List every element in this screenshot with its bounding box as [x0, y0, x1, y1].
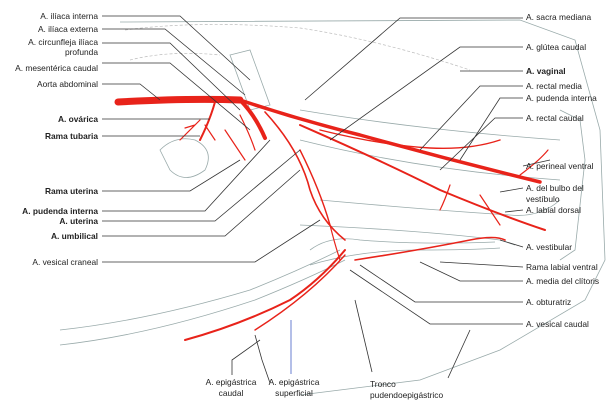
- label-vaginal: A. vaginal: [526, 66, 566, 76]
- label-rama-tubaria: Rama tubaria: [45, 131, 98, 141]
- label-epigastrica-superficial: A. epigástrica: [269, 377, 320, 387]
- label-iliaca-externa: A. ilíaca externa: [38, 24, 98, 34]
- label-mesenterica-caudal: A. mesentérica caudal: [15, 63, 98, 73]
- label-bulbo-vestibulo: A. del bulbo del: [526, 183, 584, 193]
- obturatriz: [299, 149, 331, 226]
- anatomy-outline: [59, 19, 606, 396]
- label-obturatriz: A. obturatriz: [526, 297, 571, 307]
- label-uterina: A. uterina: [59, 216, 98, 226]
- label-rectal-media: A. rectal media: [526, 81, 582, 91]
- label-media-clitoris: A. media del clítoris: [526, 276, 599, 286]
- label-labial-dorsal: A. labial dorsal: [526, 205, 581, 215]
- label-epigastrica-caudal: A. epigástrica: [206, 377, 257, 387]
- label-circunfleja-iliaca-2: profunda: [65, 47, 98, 57]
- label-rama-labial-ventral: Rama labial ventral: [526, 262, 598, 272]
- label-aorta-abdominal: Aorta abdominal: [37, 79, 98, 89]
- vestibular: [354, 236, 506, 261]
- arteries: [114, 95, 549, 341]
- label-iliaca-interna: A. ilíaca interna: [40, 11, 98, 21]
- right-labels: A. sacra mediana A. glútea caudal A. vag…: [526, 12, 599, 329]
- pudenda-interna: [299, 124, 546, 231]
- label-glutea-caudal: A. glútea caudal: [526, 42, 586, 52]
- epigastrica: [254, 254, 346, 331]
- label-vestibular: A. vestibular: [526, 242, 572, 252]
- label-pudenda-interna-left: A. pudenda interna: [22, 206, 98, 216]
- label-ovarica: A. ovárica: [58, 114, 98, 124]
- label-sacra-mediana: A. sacra mediana: [526, 12, 592, 22]
- label-vesical-caudal: A. vesical caudal: [526, 319, 589, 329]
- vesical-caudal: [329, 224, 341, 261]
- vaginal: [319, 129, 501, 149]
- left-labels: A. ilíaca interna A. ilíaca externa A. c…: [15, 11, 98, 267]
- label-tronco-pudendoepigastrico-2: pudendoepigástrico: [370, 390, 443, 400]
- tronco-pudendoepigastrico: [184, 249, 346, 341]
- ovarica: [199, 101, 216, 141]
- bulbo-vestibulo: [439, 184, 501, 226]
- label-epigastrica-superficial-2: superficial: [275, 388, 313, 398]
- label-epigastrica-caudal-2: caudal: [219, 388, 244, 398]
- leader-lines: [102, 15, 551, 384]
- uterina: [264, 111, 346, 241]
- rama-tubaria: [179, 119, 216, 141]
- label-rectal-caudal: A. rectal caudal: [526, 113, 584, 123]
- iliaca-interna: [238, 98, 542, 184]
- perineal-ventral: [519, 149, 549, 176]
- label-tronco-pudendoepigastrico: Tronco: [370, 379, 396, 389]
- label-perineal-ventral: A. perineal ventral: [526, 161, 594, 171]
- label-rama-uterina: Rama uterina: [45, 186, 98, 196]
- label-circunfleja-iliaca: A. circunfleja ilíaca: [28, 37, 98, 47]
- label-umbilical: A. umbilical: [51, 231, 98, 241]
- bottom-labels: A. epigástrica caudal A. epigástrica sup…: [206, 377, 444, 400]
- aorta-abdominal: [114, 95, 244, 106]
- label-pudenda-interna-right: A. pudenda interna: [526, 93, 597, 103]
- iliaca-externa: [238, 98, 267, 140]
- rama-uterina: [224, 114, 256, 161]
- label-vesical-craneal: A. vesical craneal: [32, 257, 98, 267]
- label-bulbo-vestibulo-2: vestíbulo: [526, 194, 560, 204]
